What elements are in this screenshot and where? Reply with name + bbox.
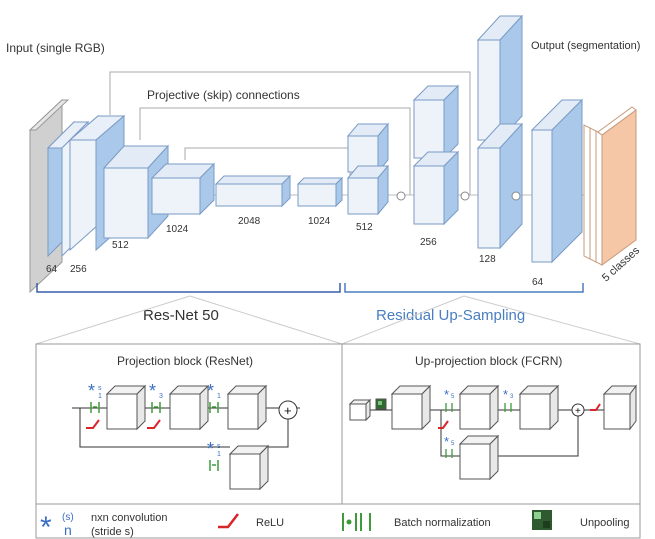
svg-text:3: 3 bbox=[510, 394, 514, 400]
sum-node-1 bbox=[396, 191, 406, 201]
unpooling-icon bbox=[532, 510, 552, 530]
upprojection-block-diagram: + *5 *3 *5 bbox=[348, 384, 637, 481]
svg-text:*: * bbox=[503, 387, 508, 402]
relu-icon bbox=[218, 513, 239, 529]
skip-connections-label: Projective (skip) connections bbox=[147, 88, 300, 102]
resnet-label: Res-Net 50 bbox=[143, 307, 219, 324]
ch-dec-64: 64 bbox=[532, 277, 544, 288]
input-label: Input (single RGB) bbox=[6, 41, 105, 55]
ch-256: 256 bbox=[70, 264, 87, 275]
conv-symbol: * bbox=[40, 511, 52, 539]
batchnorm-icon bbox=[342, 513, 371, 531]
ch-1024: 1024 bbox=[166, 224, 189, 235]
upprojection-block-title: Up-projection block (FCRN) bbox=[415, 354, 562, 368]
relu-label: ReLU bbox=[256, 517, 284, 529]
svg-text:1: 1 bbox=[98, 393, 102, 400]
ch-dec-128: 128 bbox=[479, 254, 496, 265]
ch-512: 512 bbox=[112, 240, 129, 251]
svg-text:+: + bbox=[575, 406, 581, 417]
svg-text:*: * bbox=[149, 381, 156, 401]
decoder-block-128 bbox=[476, 14, 524, 250]
conv-label: nxn convolution bbox=[91, 512, 167, 524]
decoder-block-256 bbox=[412, 84, 460, 226]
batchnorm-label: Batch normalization bbox=[394, 517, 491, 529]
encoder-block-2048 bbox=[214, 174, 292, 208]
ch-1024b: 1024 bbox=[308, 216, 331, 227]
encoder-block-1024b bbox=[296, 176, 344, 208]
encoder-block-1024 bbox=[150, 162, 216, 216]
upsampling-bracket bbox=[344, 283, 584, 293]
svg-text:s: s bbox=[98, 385, 102, 392]
svg-text:1: 1 bbox=[217, 393, 221, 400]
conv-n-symbol: n bbox=[64, 522, 72, 538]
svg-text:5: 5 bbox=[451, 441, 455, 447]
svg-text:1: 1 bbox=[217, 451, 221, 458]
svg-text:*: * bbox=[207, 439, 214, 459]
svg-text:*: * bbox=[444, 434, 449, 449]
resnet-bracket bbox=[36, 283, 341, 293]
conv-stride-symbol: (s) bbox=[62, 512, 74, 523]
zoom-line-mid2 bbox=[341, 295, 465, 345]
projection-block-diagram: + *s1 *3 *1 *s1 bbox=[72, 381, 300, 491]
zoom-line-mid bbox=[189, 295, 343, 345]
unpooling-label: Unpooling bbox=[580, 517, 630, 529]
batchnorm-dot bbox=[346, 519, 352, 525]
sum-node-3 bbox=[511, 191, 521, 201]
output-label: Output (segmentation) bbox=[531, 40, 640, 52]
upsampling-label: Residual Up-Sampling bbox=[376, 307, 525, 324]
svg-text:*: * bbox=[207, 381, 214, 401]
ch-64: 64 bbox=[46, 264, 58, 275]
svg-text:*: * bbox=[88, 381, 95, 401]
projection-block-title: Projection block (ResNet) bbox=[117, 354, 253, 368]
sum-node-2 bbox=[460, 191, 470, 201]
ch-dec-512: 512 bbox=[356, 222, 373, 233]
decoder-block-512 bbox=[346, 122, 390, 216]
svg-text:s: s bbox=[217, 443, 221, 450]
svg-text:*: * bbox=[444, 387, 449, 402]
svg-text:5: 5 bbox=[451, 394, 455, 400]
output-stack bbox=[583, 106, 637, 266]
ch-dec-256: 256 bbox=[420, 237, 437, 248]
conv-sublabel: (stride s) bbox=[91, 526, 134, 538]
zoom-line-right bbox=[463, 295, 641, 345]
zoom-line-left bbox=[35, 295, 191, 345]
decoder-block-64 bbox=[530, 98, 584, 264]
svg-text:3: 3 bbox=[159, 393, 163, 400]
ch-2048: 2048 bbox=[238, 216, 261, 227]
svg-text:+: + bbox=[284, 403, 292, 418]
